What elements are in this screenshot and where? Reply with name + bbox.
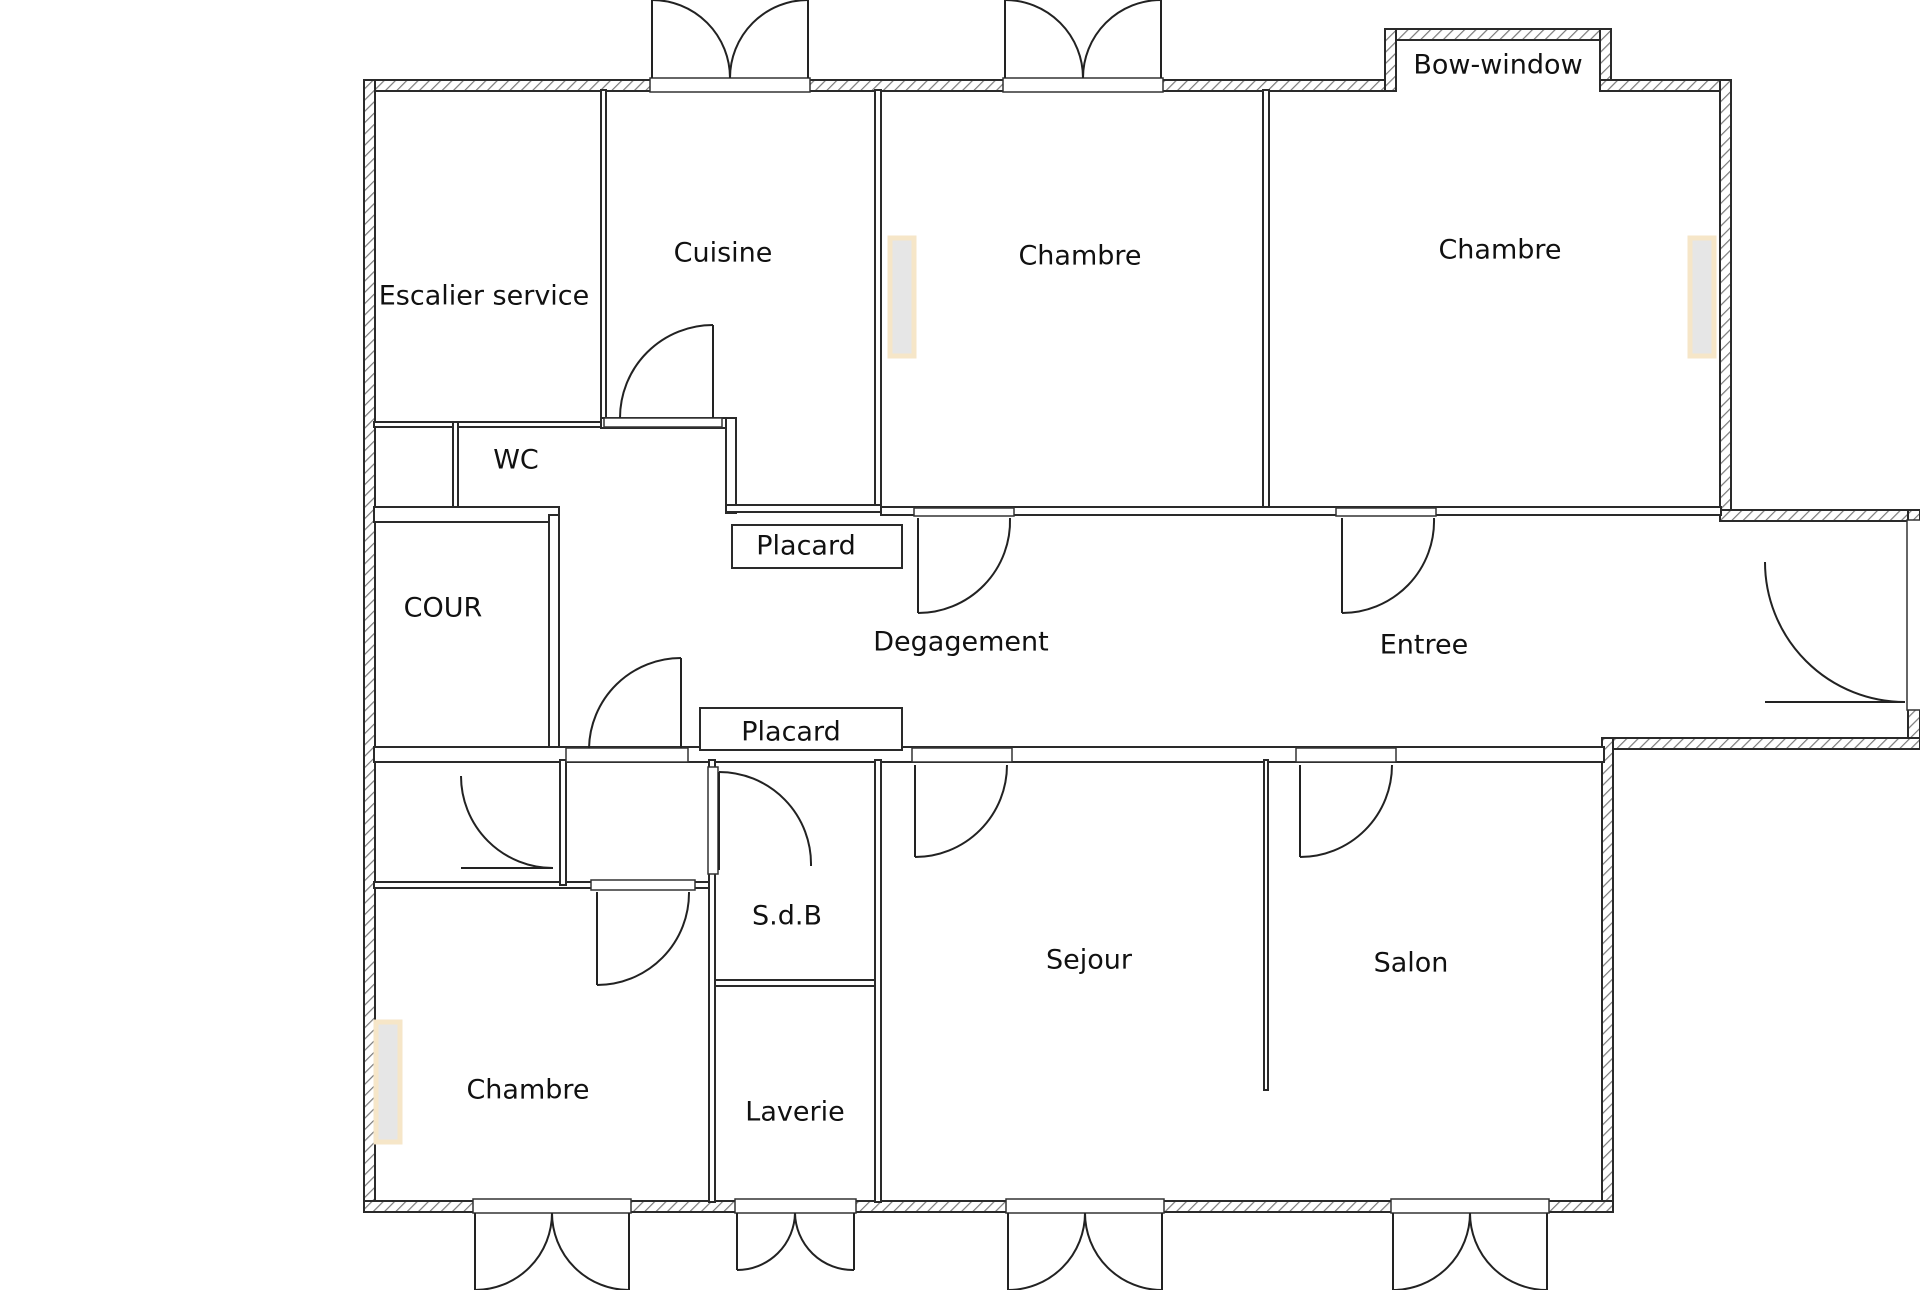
exterior-walls bbox=[363, 28, 1920, 1213]
room-label-salon: Salon bbox=[1374, 948, 1449, 979]
room-label-sejour: Sejour bbox=[1046, 945, 1133, 976]
window-laverie bbox=[736, 1212, 855, 1272]
room-label-chambre-1: Chambre bbox=[1018, 241, 1141, 272]
room-label-sdb: S.d.B bbox=[752, 901, 822, 932]
room-label-laverie: Laverie bbox=[745, 1097, 844, 1128]
radiators bbox=[373, 235, 1717, 1145]
wall-right-lower bbox=[1601, 737, 1614, 1213]
room-label-wc: WC bbox=[493, 445, 539, 476]
wall-top-right bbox=[1599, 79, 1731, 92]
radiator-chambre-3 bbox=[373, 1019, 403, 1145]
door-chambre-3-closet bbox=[460, 775, 554, 869]
openings bbox=[472, 77, 1920, 1214]
room-label-chambre-2: Chambre bbox=[1438, 235, 1561, 266]
door-degagement-left bbox=[588, 657, 682, 749]
room-label-degagement: Degagement bbox=[873, 627, 1048, 658]
door-sdb bbox=[718, 771, 813, 870]
wall-bottom bbox=[363, 1200, 1614, 1213]
room-label-bow-window: Bow-window bbox=[1413, 50, 1582, 81]
window-chambre-3 bbox=[474, 1212, 630, 1290]
wall-right-upper bbox=[1719, 79, 1732, 513]
placard-upper bbox=[731, 524, 903, 569]
door-chambre-3 bbox=[596, 891, 691, 986]
window-salon bbox=[1392, 1212, 1548, 1290]
french-windows bbox=[474, 0, 1548, 1290]
window-sejour bbox=[1007, 1212, 1163, 1290]
room-label-entree: Entree bbox=[1380, 630, 1469, 661]
radiator-chambre-2 bbox=[1687, 235, 1717, 359]
placard-lower bbox=[699, 707, 903, 751]
window-cuisine bbox=[651, 0, 809, 79]
wall-left bbox=[363, 79, 376, 1213]
interior-doors bbox=[460, 324, 1906, 986]
window-chambre-1 bbox=[1004, 0, 1162, 79]
wall-bow-left bbox=[1384, 28, 1397, 92]
wall-entrance-bottom bbox=[1601, 737, 1920, 750]
placards bbox=[699, 524, 903, 751]
room-labels: Escalier service Cuisine Chambre Chambre… bbox=[379, 50, 1583, 1128]
room-label-cour: COUR bbox=[404, 593, 483, 624]
door-sejour bbox=[914, 764, 1008, 858]
door-salon bbox=[1299, 764, 1393, 858]
door-chambre-1 bbox=[917, 517, 1012, 614]
door-entree-main bbox=[1764, 561, 1906, 703]
door-cuisine bbox=[619, 324, 714, 419]
room-label-placard-lower: Placard bbox=[741, 717, 840, 748]
wall-bow-top bbox=[1384, 28, 1611, 41]
door-chambre-2 bbox=[1341, 517, 1436, 614]
room-label-cuisine: Cuisine bbox=[674, 238, 773, 269]
room-label-placard-upper: Placard bbox=[756, 531, 855, 562]
radiator-chambre-1 bbox=[887, 235, 917, 359]
room-label-chambre-3: Chambre bbox=[466, 1075, 589, 1106]
room-label-escalier: Escalier service bbox=[379, 281, 590, 312]
wall-entrance-top bbox=[1719, 509, 1920, 522]
door-jambs bbox=[565, 417, 1437, 891]
